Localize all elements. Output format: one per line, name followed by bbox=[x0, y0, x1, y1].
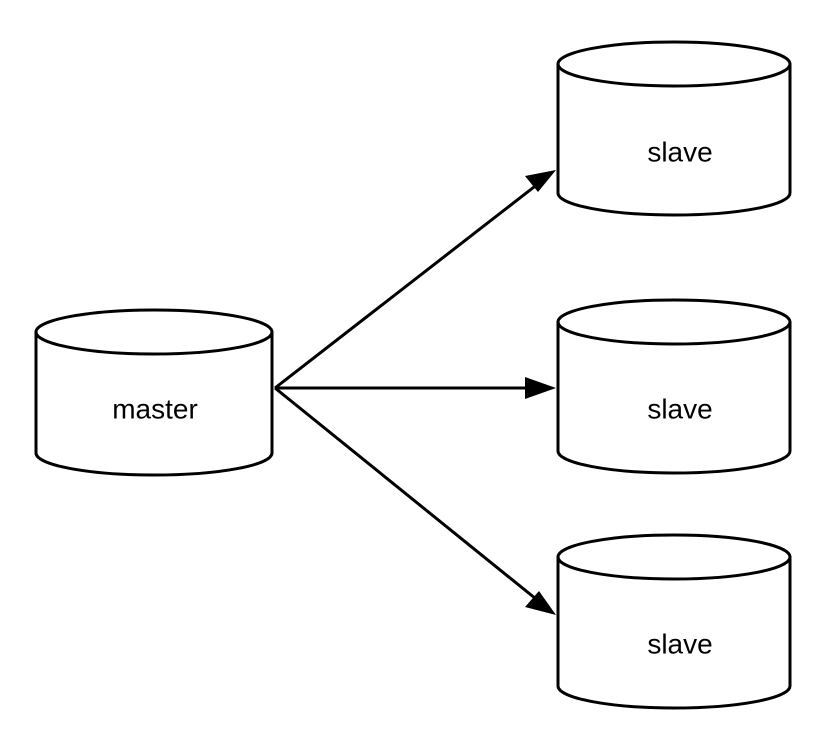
slave-2-cylinder-body bbox=[556, 320, 792, 475]
arrowhead-master-to-slave-3 bbox=[525, 591, 556, 615]
edge-line-master-to-slave-1 bbox=[274, 178, 544, 390]
node-master[interactable]: master bbox=[34, 308, 274, 477]
edge-master-to-slave-1[interactable] bbox=[274, 170, 556, 390]
edge-master-to-slave-2[interactable] bbox=[275, 377, 556, 399]
arrowhead-master-to-slave-1 bbox=[525, 170, 556, 192]
slave-2-label: slave bbox=[647, 393, 712, 424]
slave-1-label: slave bbox=[647, 136, 712, 167]
node-slave-1[interactable]: slave bbox=[556, 40, 792, 217]
slave-1-cylinder-body bbox=[556, 62, 792, 217]
slave-3-label: slave bbox=[647, 628, 712, 659]
arrowhead-master-to-slave-2 bbox=[525, 377, 556, 399]
slave-1-cylinder-top bbox=[556, 40, 792, 88]
edge-master-to-slave-3[interactable] bbox=[274, 386, 556, 615]
slave-3-cylinder-top bbox=[556, 533, 792, 581]
edge-line-master-to-slave-3 bbox=[274, 386, 542, 605]
node-slave-3[interactable]: slave bbox=[556, 533, 792, 710]
slave-3-cylinder-body bbox=[556, 555, 792, 710]
node-slave-2[interactable]: slave bbox=[556, 298, 792, 475]
slave-2-cylinder-top bbox=[556, 298, 792, 346]
master-cylinder-body bbox=[34, 330, 274, 477]
master-cylinder-top bbox=[34, 308, 274, 356]
master-label: master bbox=[112, 393, 198, 424]
